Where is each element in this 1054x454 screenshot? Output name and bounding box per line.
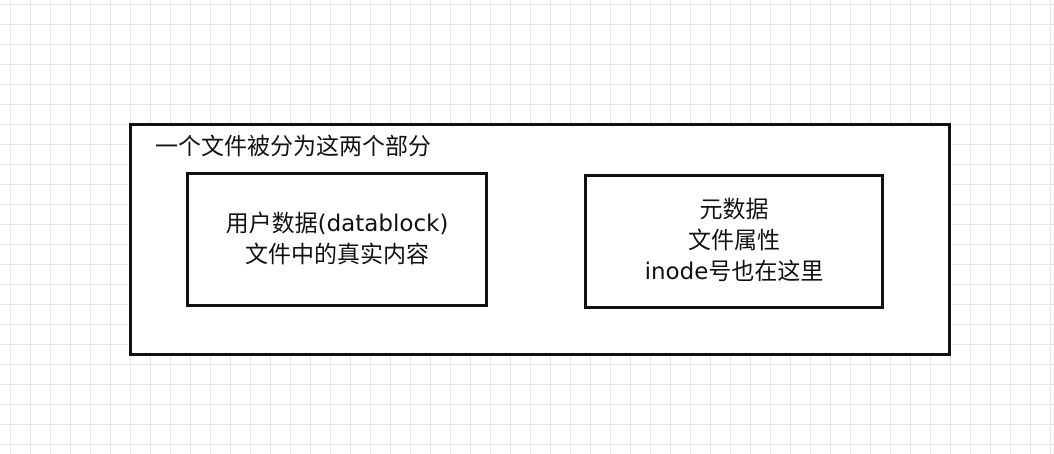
file-container-title: 一个文件被分为这两个部分 (155, 134, 431, 160)
metadata-inode-note: inode号也在这里 (644, 259, 824, 285)
metadata-label: 元数据 (699, 197, 769, 223)
user-data-box: 用户数据(datablock) 文件中的真实内容 (186, 172, 488, 307)
metadata-file-attributes: 文件属性 (688, 228, 780, 254)
metadata-box: 元数据 文件属性 inode号也在这里 (584, 174, 884, 309)
user-data-label: 用户数据(datablock) (225, 210, 449, 237)
user-data-description: 文件中的真实内容 (245, 241, 429, 268)
